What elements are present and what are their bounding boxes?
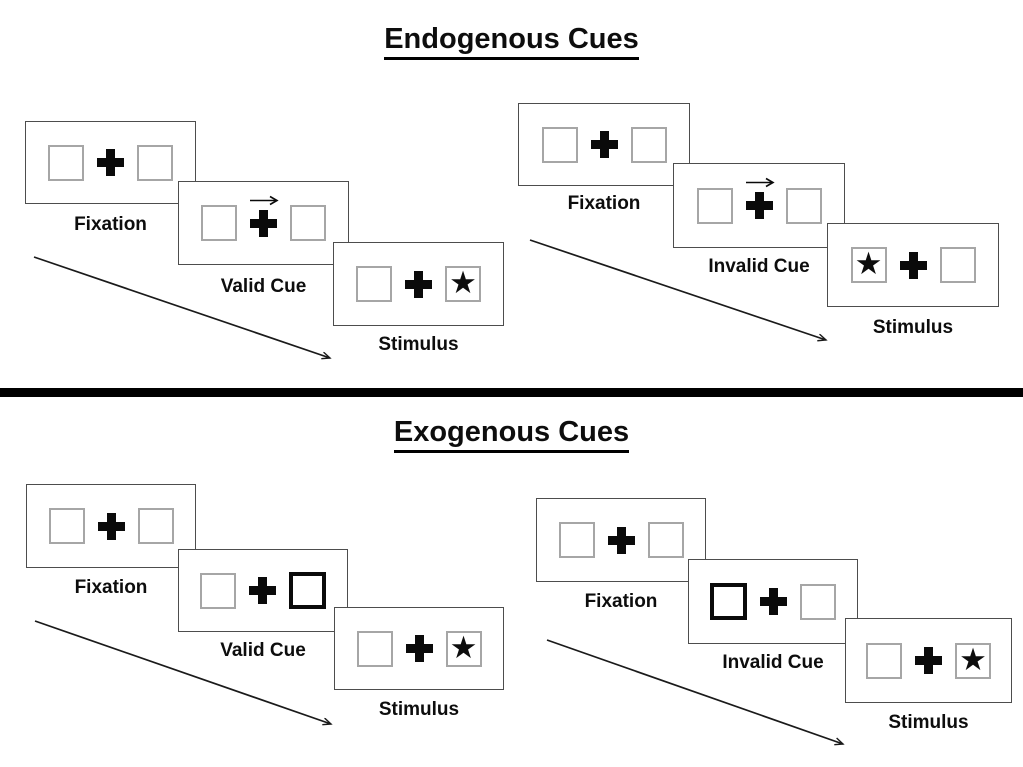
plus-icon bbox=[915, 647, 942, 674]
star-stimulus-icon: ★ bbox=[959, 641, 987, 677]
panel-label: Stimulus bbox=[872, 317, 954, 338]
endo-invalid-stimulus-screen: ★ bbox=[827, 223, 999, 307]
panel-label: Stimulus bbox=[378, 334, 459, 355]
panel-label: Fixation bbox=[74, 577, 148, 598]
fixation-cross bbox=[745, 177, 775, 219]
panel-label: Fixation bbox=[567, 193, 641, 214]
endo-valid-time-arrow bbox=[33, 256, 330, 358]
panel-label: Fixation bbox=[584, 591, 658, 612]
fixation-cross bbox=[899, 251, 927, 279]
plus-icon bbox=[760, 588, 787, 615]
left-box bbox=[696, 187, 733, 224]
left-box bbox=[356, 266, 392, 302]
star-stimulus-icon: ★ bbox=[449, 265, 477, 300]
plus-icon bbox=[899, 251, 927, 279]
fixation-cross bbox=[405, 635, 433, 662]
endo-invalid-fixation-screen bbox=[518, 103, 690, 186]
section-title-text: Exogenous Cues bbox=[393, 416, 630, 453]
left-box bbox=[356, 630, 393, 667]
star-stimulus-icon: ★ bbox=[449, 629, 478, 665]
left-box-highlighted-cue bbox=[710, 583, 747, 620]
plus-icon bbox=[745, 192, 773, 219]
right-box bbox=[630, 126, 667, 163]
plus-icon bbox=[590, 131, 618, 158]
plus-icon bbox=[405, 270, 432, 298]
exo-valid-time-arrow bbox=[34, 620, 331, 724]
panel-label: Invalid Cue bbox=[708, 256, 810, 277]
left-box bbox=[200, 572, 236, 609]
right-box: ★ bbox=[955, 641, 991, 679]
fixation-cross bbox=[97, 149, 124, 176]
right-box: ★ bbox=[445, 629, 482, 667]
exo-valid-fixation-screen bbox=[26, 484, 196, 568]
right-box bbox=[939, 247, 976, 283]
right-box: ★ bbox=[445, 266, 481, 302]
left-box bbox=[558, 522, 595, 558]
right-arrow-icon bbox=[745, 177, 775, 188]
star-stimulus-icon: ★ bbox=[854, 246, 883, 281]
plus-icon bbox=[249, 577, 276, 604]
endo-valid-fixation-screen bbox=[25, 121, 196, 204]
exo-invalid-fixation-screen bbox=[536, 498, 706, 582]
plus-icon bbox=[405, 635, 433, 662]
left-box bbox=[48, 508, 85, 544]
endo-invalid-time-arrow bbox=[529, 239, 826, 340]
exo-invalid-stimulus-screen: ★ bbox=[845, 618, 1012, 703]
right-box bbox=[137, 508, 174, 544]
endo-valid-cue-screen bbox=[178, 181, 349, 265]
endo-valid-stimulus-screen: ★ bbox=[333, 242, 504, 326]
panel-label: Valid Cue bbox=[220, 640, 306, 661]
left-box bbox=[48, 144, 84, 181]
plus-icon bbox=[97, 149, 124, 176]
fixation-cross bbox=[590, 131, 618, 158]
fixation-cross bbox=[760, 588, 787, 615]
panel-label: Valid Cue bbox=[220, 276, 307, 297]
panel-label: Stimulus bbox=[888, 712, 969, 733]
fixation-cross bbox=[249, 577, 276, 604]
left-box: ★ bbox=[850, 246, 887, 283]
plus-icon bbox=[97, 512, 125, 540]
exo-invalid-cue-screen bbox=[688, 559, 858, 644]
fixation-cross bbox=[607, 526, 635, 554]
endogenous-section-title: Endogenous Cues bbox=[0, 23, 1023, 60]
right-box bbox=[290, 205, 326, 241]
right-box-highlighted-cue bbox=[289, 572, 326, 609]
right-arrow-icon bbox=[250, 195, 279, 205]
left-box bbox=[866, 642, 902, 679]
right-box bbox=[785, 187, 822, 224]
panel-label: Invalid Cue bbox=[722, 652, 824, 673]
exogenous-section-title: Exogenous Cues bbox=[0, 416, 1023, 453]
panel-label: Fixation bbox=[74, 214, 147, 235]
left-box bbox=[541, 126, 578, 163]
section-divider bbox=[0, 388, 1023, 397]
fixation-cross bbox=[405, 270, 432, 298]
fixation-cross bbox=[97, 512, 125, 540]
fixation-cross bbox=[915, 647, 942, 674]
endo-invalid-cue-screen bbox=[673, 163, 845, 248]
left-box bbox=[201, 205, 237, 241]
exo-valid-stimulus-screen: ★ bbox=[334, 607, 504, 690]
exo-valid-cue-screen bbox=[178, 549, 348, 632]
plus-icon bbox=[250, 209, 277, 237]
right-box bbox=[800, 583, 836, 620]
right-box bbox=[647, 522, 684, 558]
section-title-text: Endogenous Cues bbox=[384, 23, 639, 60]
right-box bbox=[137, 144, 173, 181]
fixation-cross bbox=[250, 195, 279, 237]
plus-icon bbox=[607, 526, 635, 554]
panel-label: Stimulus bbox=[378, 699, 460, 720]
